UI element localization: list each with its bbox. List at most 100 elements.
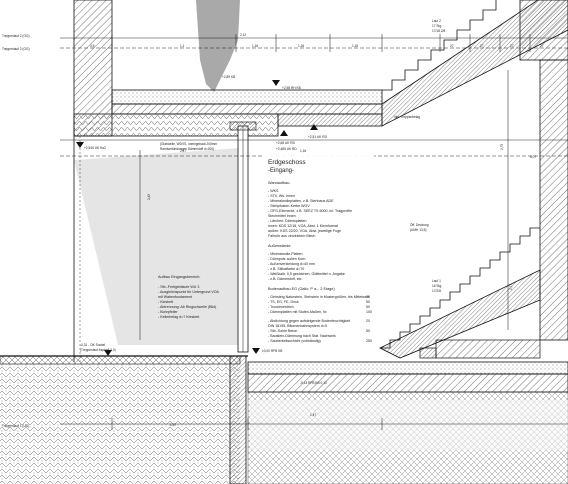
left-wall-lower [73, 136, 81, 362]
dim-width-mid: 2,47 [180, 149, 186, 153]
dim-mid-1: 1,16 [300, 149, 306, 153]
elevation-marker-icon [252, 348, 260, 354]
build-up-value: 250 [366, 339, 372, 343]
elev-slab-upper-2: +2,89 KB [222, 75, 235, 79]
stair-1-size: 17/2/8 [432, 289, 441, 293]
elev-center-3: +2,51 UK RD [308, 135, 328, 139]
dim-top-1: 4,5 [90, 44, 95, 48]
build-up-line: - Stb.-Sohle Beton [268, 329, 297, 333]
entrance-note-line: - Kellerbelag d=? Kiesbett [158, 315, 199, 319]
dim-top-5: 1,16 [352, 44, 358, 48]
build-up-value: 50 [366, 300, 370, 304]
build-up-section-2: Außenwände: [268, 244, 291, 248]
build-up-line: - Trockenestrich [268, 305, 294, 309]
stair-1-steps: 16 Stg. [432, 284, 442, 288]
elevation-marker-icon [310, 124, 318, 130]
stair-side-note: Öff. Deckung [410, 223, 429, 227]
build-up-line: - Außenverkleidung d=40 mm [268, 262, 315, 266]
build-up-subtitle: -Eingang- [268, 168, 294, 174]
build-up-title: Erdgeschoss [268, 159, 306, 166]
dim-top-2: 1,1 [180, 44, 185, 48]
build-up-line: - TS, EG, FE, Deck [268, 300, 299, 304]
build-up-line: - Mineralwolle-Platten [268, 252, 303, 256]
dim-bottom-1: 1,47 [310, 413, 316, 417]
build-up-line: - z.B. Dämmstoff, etc. [268, 277, 302, 281]
light-shade [74, 148, 240, 345]
build-up-line: innen: KDS 12/18, VOA, Abst. 1 Kleinform… [268, 224, 338, 228]
stair-upper-note: inkl. Treppenbelag [394, 115, 420, 119]
level-label-upper-2: Treppenlauf 2 (OG) [2, 47, 30, 51]
entrance-note-line: - Bohrpfeiler [158, 310, 178, 314]
build-up-section-1: Wandaufbau: [268, 181, 290, 185]
build-up-line: - Lärchen: Dämmplatten [268, 219, 307, 223]
entrance-note-line: - Abtrennung: Ab Ringschwelle (Bild) [158, 305, 216, 309]
build-up-line: - Stehpfosten-Kerbe WGV [268, 204, 310, 208]
stair-2-steps: 17 Stg. [432, 24, 442, 28]
lower-stair-flight [379, 227, 541, 359]
entrance-note-line: - Stb.-Fertigteilstufe WU 3 [158, 285, 199, 289]
stair-1-title: Lauf 1 [432, 279, 441, 283]
build-up-line: - STV, Ws. innen [268, 194, 295, 198]
dim-top-6: 27 [450, 44, 454, 48]
elevation-marker-icon [104, 350, 112, 356]
dim-top-9: 27 [540, 44, 544, 48]
level-label-upper-1: Treppenlauf 2 (OG) [2, 34, 30, 38]
elev-ground: ±0,00 RFB KB [262, 349, 282, 353]
build-up-line: - Weißkalk, 0,5 gestrichen, Glättmittel … [268, 272, 345, 276]
window-note-1: (Glaswelle, WDVS, uneingebaut 200mm [160, 142, 217, 146]
dim-width-top: 2,12 [240, 33, 246, 37]
build-up-value: 20 [366, 295, 370, 299]
upper-slab [73, 89, 383, 137]
window-note-2: Randverbindungen Dämmstoff d=200) [160, 147, 214, 151]
build-up-line: - Sauberkeitsschicht (vollständig) [268, 339, 321, 343]
build-up-line: - Gehsteig Naturstein, Stehstein in Must… [268, 295, 369, 299]
dim-vertical-left: 2,45 [147, 194, 151, 200]
build-up-line: Stechmittel innen [268, 214, 296, 218]
dimension-ticks [111, 34, 531, 430]
elev-left-ground-2: (Treppenlauf Asphalt 3,0) [80, 348, 116, 352]
build-up-value: 100 [366, 310, 372, 314]
elev-ground-2: -0,14 RFB KB 0,10 [300, 381, 327, 385]
glass-shadow [196, 0, 240, 92]
build-up-line: - Dünnputz außen Korn [268, 257, 305, 261]
dim-bottom-2: 1,67 [170, 423, 176, 427]
stair-2-title: Lauf 2 [432, 19, 441, 23]
dim-top-3: 1,16 [252, 44, 258, 48]
elev-slab-upper: +2,98 RH KB [282, 86, 301, 90]
entrance-note-line: - Kiesbett [158, 300, 173, 304]
build-up-panel [262, 142, 374, 356]
entrance-note-title: Aufbau Eingangsbereich: [158, 275, 200, 279]
elev-left-ok: +2,545 UK Ho2 [84, 146, 106, 150]
dim-top-4: 1,16 [298, 44, 304, 48]
level-label-lower: Treppenlauf 1 (UG) [2, 424, 29, 428]
build-up-value: 50 [366, 329, 370, 333]
elevation-marker-icon [272, 80, 280, 86]
dim-mid-2: 6,07 [530, 155, 536, 159]
build-up-line: - Dämmplatten mit Stufen-Maßen, fix [268, 310, 327, 314]
stair-side-note-2: (UMH 13,5) [410, 228, 426, 232]
elev-center-2: +2,485 UK RD [276, 147, 297, 151]
upper-stair-flight [381, 0, 568, 127]
elev-center-1: +2,68 UK RD [276, 141, 296, 145]
dim-stair-height: 2,75 [500, 144, 504, 150]
build-up-line: - z.B. Silikatfarbe d=70 [268, 267, 304, 271]
ground-foundation [0, 355, 568, 484]
build-up-line: außen: KDS 22/20, VOA, Abst. jeweilige F… [268, 229, 341, 233]
dim-top-8: 27 [510, 44, 514, 48]
dim-top-7: 27 [480, 44, 484, 48]
entrance-note-line: - Ausgleichspunkt für Untergrund VOA [158, 290, 220, 294]
build-up-line: - GFG-Elemente, z.B. SEEZ TS 6000, inl. … [268, 209, 352, 213]
elevation-marker-icon [280, 130, 288, 136]
entrance-note-line: mit Wabenfundament [158, 295, 192, 299]
glass-wall [229, 121, 257, 353]
build-up-line: - Abdichtung gegen aufsteigende Bodenfeu… [268, 319, 350, 323]
build-up-line: DIN 18195, Bitumenbahnsystem d=5 [268, 324, 327, 328]
elevation-marker-icon [76, 142, 84, 148]
build-up-section-3: Bodenaufbau EG (Gallo, P a... 2 Etage) [268, 287, 335, 291]
dim-vertical-right: 2,77 [509, 284, 513, 290]
right-wall [539, 59, 568, 341]
build-up-line: - WKS [268, 189, 279, 193]
build-up-line: - Baustein-Dämmung nach Stat. Nachweis [268, 334, 336, 338]
build-up-line: - Mineralwolleplatten, z.B. Stehhaus ADE [268, 199, 334, 203]
